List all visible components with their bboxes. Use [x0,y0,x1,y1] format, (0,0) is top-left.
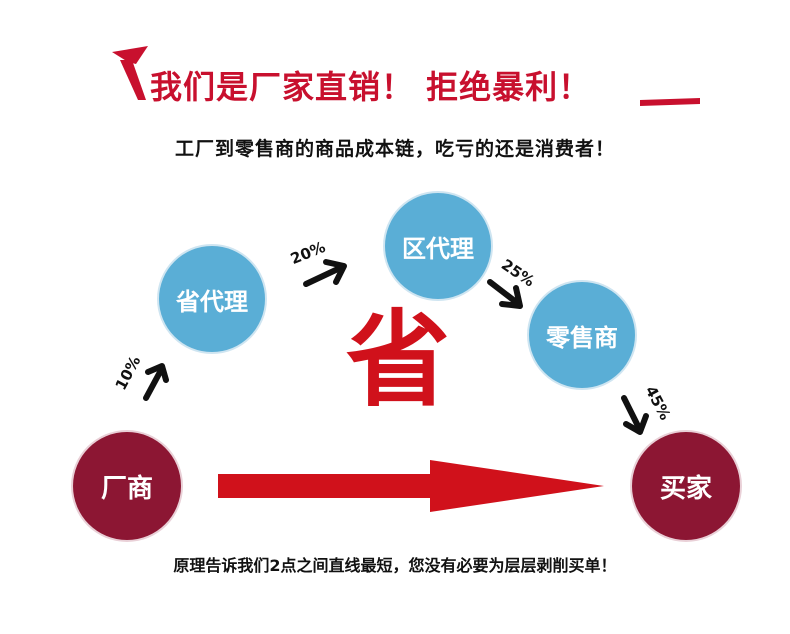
center-label: 省 [345,299,450,421]
headline-flag-left [112,46,148,64]
headline-text: 我们是厂家直销！ 拒绝暴利！ [150,68,592,106]
headline-banner: 我们是厂家直销！ 拒绝暴利！ [0,0,790,120]
footer-note: 原理告诉我们2点之间直线最短，您没有必要为层层剥削买单！ [173,556,617,575]
arrow-province-to-district [303,259,347,287]
arrow-district-to-retailer [487,279,523,309]
node-district-agent: 区代理 [385,193,491,299]
node-retailer: 零售商 [529,282,635,388]
subtitle: 工厂到零售商的商品成本链，吃亏的还是消费者！ [174,138,615,160]
arrow-factory-to-province [143,363,169,401]
node-factory: 厂商 [73,432,181,540]
node-province-agent: 省代理 [159,246,265,352]
headline-underline-right [640,98,700,106]
arrow-retailer-to-buyer [621,395,649,435]
node-buyer: 买家 [632,432,740,540]
headline-stroke-left [120,60,146,100]
direct-route-arrow [218,460,604,512]
headline-decoration [112,46,700,106]
